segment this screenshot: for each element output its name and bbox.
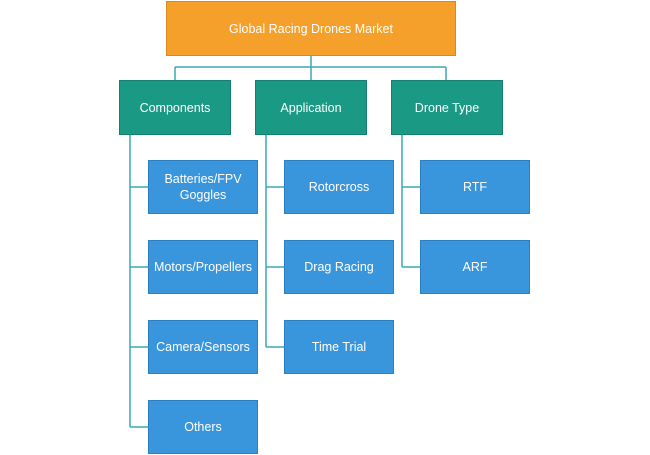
leaf-label: Drag Racing (304, 260, 374, 274)
leaf-batteries-fpv-goggles: Batteries/FPV Goggles (148, 160, 258, 214)
leaf-others: Others (148, 400, 258, 454)
category-components: Components (119, 80, 231, 135)
root-label: Global Racing Drones Market (229, 21, 393, 36)
leaf-time-trial: Time Trial (284, 320, 394, 374)
leaf-arf: ARF (420, 240, 530, 294)
leaf-label: Camera/Sensors (156, 340, 250, 354)
leaf-label: RTF (462, 180, 488, 194)
leaf-label: Batteries/FPV Goggles (164, 172, 242, 202)
leaf-rotorcross: Rotorcross (284, 160, 394, 214)
category-label: Drone Type (414, 100, 480, 115)
leaf-label: Time Trial (311, 340, 367, 354)
leaf-drag-racing: Drag Racing (284, 240, 394, 294)
leaf-label: Motors/Propellers (154, 260, 252, 274)
category-drone-type: Drone Type (391, 80, 503, 135)
leaf-label: Rotorcross (308, 180, 370, 194)
leaf-motors-propellers: Motors/Propellers (148, 240, 258, 294)
category-label: Application (280, 100, 342, 115)
leaf-camera-sensors: Camera/Sensors (148, 320, 258, 374)
leaf-label: ARF (462, 260, 488, 274)
category-application: Application (255, 80, 367, 135)
leaf-rtf: RTF (420, 160, 530, 214)
category-label: Components (139, 100, 211, 115)
root-node: Global Racing Drones Market (166, 1, 456, 56)
leaf-label: Others (184, 420, 222, 434)
